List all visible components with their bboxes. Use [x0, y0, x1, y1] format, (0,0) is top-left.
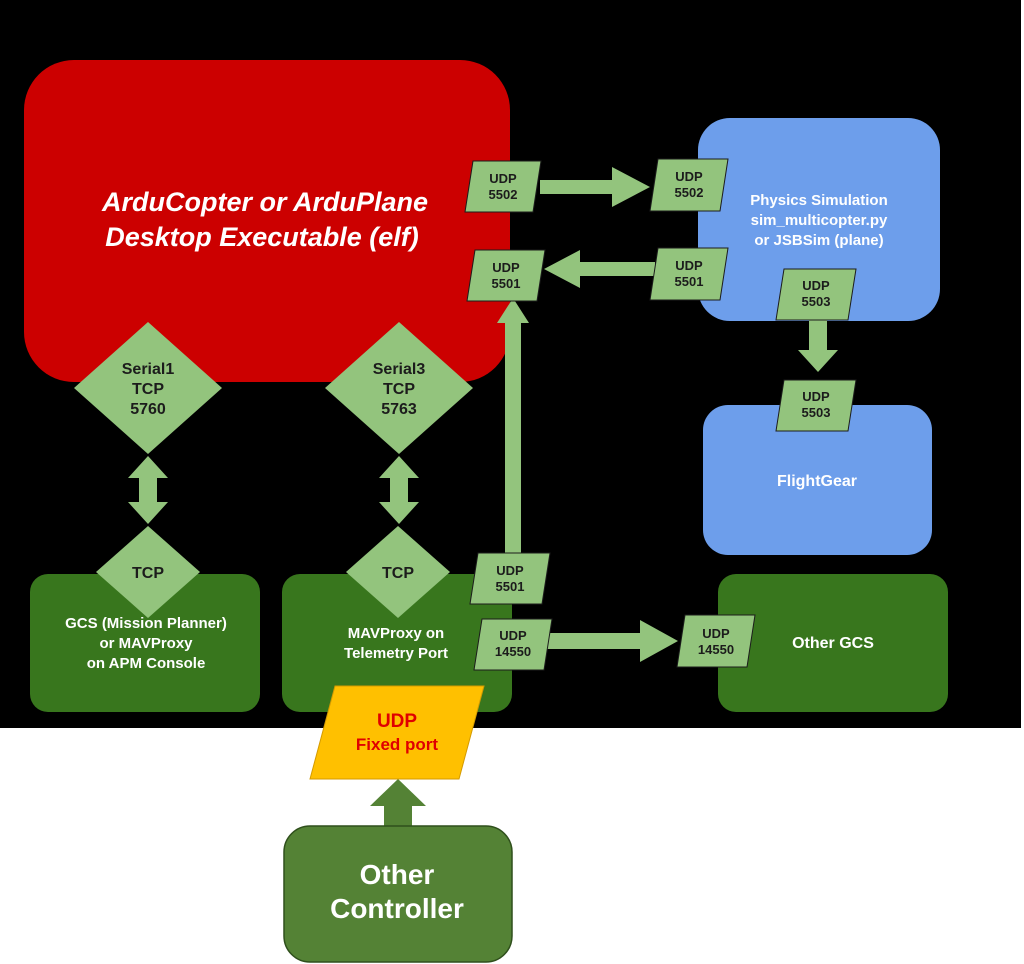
port-5502-phys-proto: UDP: [675, 169, 703, 184]
port-udp-5501-mavproxy: UDP 5501: [469, 552, 551, 605]
arrow-5503-down: [798, 320, 838, 372]
tcp-left-diamond: TCP: [96, 526, 200, 618]
mavproxy-telemetry-box: MAVProxy on Telemetry Port: [282, 574, 512, 712]
tcp-right-diamond: TCP: [346, 526, 450, 618]
port-5503-phys-num: 5503: [802, 294, 831, 309]
flightgear-label: FlightGear: [777, 473, 857, 490]
gcs-mission-planner-box: GCS (Mission Planner) or MAVProxy on APM…: [30, 574, 260, 712]
gcs-line2: or MAVProxy: [99, 635, 193, 652]
port-udp-5501-phys: UDP 5501: [649, 247, 729, 301]
serial1-line2: TCP: [132, 381, 164, 398]
serial3-line3: 5763: [381, 401, 417, 418]
port-14550-gcs-proto: UDP: [702, 626, 730, 641]
arrow-controller-up: [370, 779, 426, 826]
port-udp-14550-mavproxy: UDP 14550: [473, 618, 553, 671]
physics-line2: sim_multicopter.py: [751, 212, 888, 229]
port-udp-5503-phys: UDP 5503: [775, 268, 857, 321]
port-5503-fg-proto: UDP: [802, 389, 830, 404]
fixed-port-line2: Fixed port: [356, 735, 439, 754]
port-5502-phys-num: 5502: [675, 185, 704, 200]
port-14550-gcs-num: 14550: [698, 642, 734, 657]
serial3-line1: Serial3: [373, 361, 426, 378]
mavproxy-line1: MAVProxy on: [348, 625, 444, 642]
port-udp-5502-phys: UDP 5502: [649, 158, 729, 212]
port-udp-5501-elf: UDP 5501: [466, 249, 546, 302]
port-5501-phys-proto: UDP: [675, 258, 703, 273]
elf-title-line2: Desktop Executable (elf): [105, 222, 419, 252]
port-udp-5502-elf: UDP 5502: [464, 160, 542, 213]
port-udp-14550-other-gcs: UDP 14550: [676, 614, 756, 668]
other-controller-box: Other Controller: [283, 825, 513, 963]
serial1-diamond: Serial1 TCP 5760: [74, 322, 222, 454]
serial3-diamond: Serial3 TCP 5763: [325, 322, 473, 454]
fixed-port-line1: UDP: [377, 711, 417, 732]
port-14550-mav-num: 14550: [495, 644, 531, 659]
tcp-right-label: TCP: [382, 565, 414, 582]
arrow-serial3-tcp-double: [379, 456, 419, 524]
port-5503-phys-proto: UDP: [802, 278, 830, 293]
physics-simulation-box: Physics Simulation sim_multicopter.py or…: [698, 118, 940, 321]
fixed-udp-port: UDP Fixed port: [309, 685, 485, 780]
port-5502-elf-num: 5502: [489, 187, 518, 202]
port-14550-mav-proto: UDP: [499, 628, 527, 643]
gcs-line1: GCS (Mission Planner): [65, 615, 227, 632]
flightgear-box: FlightGear: [703, 405, 932, 555]
other-gcs-box: Other GCS: [718, 574, 948, 712]
arrow-5501-vertical-up: [497, 298, 529, 553]
elf-title-line1: ArduCopter or ArduPlane: [101, 187, 428, 217]
controller-line2: Controller: [330, 893, 464, 924]
port-5502-elf-proto: UDP: [489, 171, 517, 186]
physics-line3: or JSBSim (plane): [754, 232, 883, 249]
port-5501-mav-proto: UDP: [496, 563, 524, 578]
port-5503-fg-num: 5503: [802, 405, 831, 420]
serial1-line1: Serial1: [122, 361, 175, 378]
port-5501-mav-num: 5501: [496, 579, 525, 594]
arrow-udp5502-right: [540, 167, 650, 207]
port-5501-elf-num: 5501: [492, 276, 521, 291]
port-5501-phys-num: 5501: [675, 274, 704, 289]
controller-line1: Other: [360, 859, 435, 890]
mavproxy-line2: Telemetry Port: [344, 645, 448, 662]
serial1-line3: 5760: [130, 401, 166, 418]
port-5501-elf-proto: UDP: [492, 260, 520, 275]
arrow-serial1-tcp-double: [128, 456, 168, 524]
other-gcs-label: Other GCS: [792, 635, 874, 652]
gcs-line3: on APM Console: [87, 655, 206, 672]
arrow-udp5501-left: [544, 250, 655, 288]
serial3-line2: TCP: [383, 381, 415, 398]
arrow-14550-right: [544, 620, 678, 662]
tcp-left-label: TCP: [132, 565, 164, 582]
physics-line1: Physics Simulation: [750, 192, 888, 209]
port-udp-5503-flightgear: UDP 5503: [775, 379, 857, 432]
elf-executable-box: ArduCopter or ArduPlane Desktop Executab…: [24, 60, 510, 382]
